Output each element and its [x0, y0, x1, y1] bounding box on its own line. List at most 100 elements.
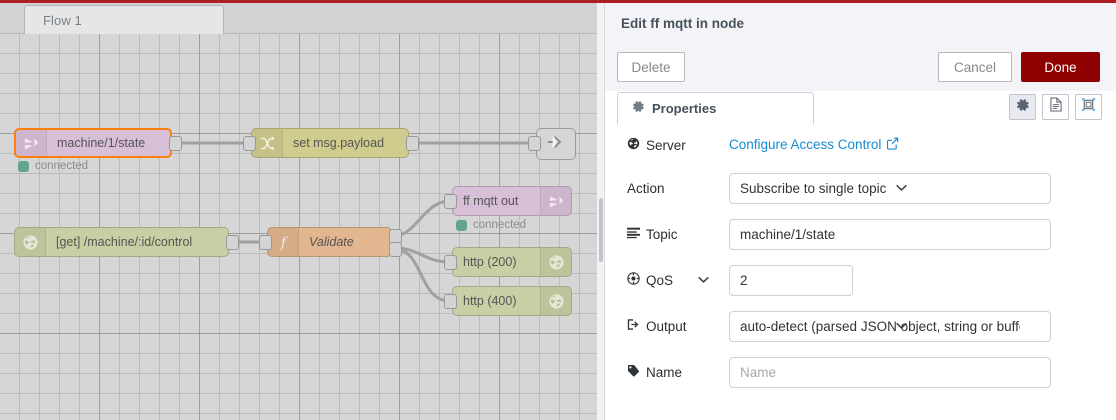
node-output-port[interactable]: [406, 136, 419, 151]
panel-resize-grip[interactable]: [599, 198, 603, 262]
topic-label: Topic: [646, 226, 678, 242]
flow-node-label: Validate: [309, 235, 354, 249]
form-row-output: Output auto-detect (parsed JSON object, …: [627, 310, 1097, 342]
name-control: Name: [729, 356, 1097, 388]
flow-workspace[interactable]: Flow 1: [0, 3, 597, 420]
status-text: connected: [473, 219, 527, 231]
flow-node-http-200[interactable]: http (200): [452, 247, 572, 277]
configure-access-control-link-text: Configure Access Control: [729, 137, 882, 152]
flow-node-label: [get] /machine/:id/control: [56, 235, 193, 249]
tab-properties[interactable]: Properties: [617, 92, 814, 125]
target-icon: [627, 272, 640, 288]
action-select-wrap: Subscribe to single topic: [729, 172, 1097, 204]
form-row-name: Name Name: [627, 356, 1097, 388]
topic-control: machine/1/state: [729, 218, 1097, 250]
flow-node-function[interactable]: f Validate: [267, 227, 392, 257]
server-control: Configure Access Control: [729, 136, 1097, 154]
external-link-icon: [886, 137, 899, 153]
node-output-port[interactable]: [389, 242, 402, 257]
appearance-icon: [1081, 97, 1096, 117]
configure-access-control-link[interactable]: Configure Access Control: [729, 137, 899, 153]
node-output-port[interactable]: [169, 136, 182, 151]
topic-label-group: Topic: [627, 227, 729, 242]
name-input-placeholder: Name: [740, 364, 777, 380]
action-select-value: Subscribe to single topic: [740, 180, 887, 196]
output-label: Output: [646, 318, 687, 334]
output-select-value: auto-detect (parsed JSON object, string …: [740, 318, 1020, 334]
node-edit-panel: Edit ff mqtt in node Delete Cancel Done …: [604, 3, 1116, 420]
description-button[interactable]: [1042, 94, 1069, 120]
panel-tab-strip: Properties: [605, 91, 1116, 126]
properties-gear-button[interactable]: [1009, 94, 1036, 120]
tab-properties-label: Properties: [652, 101, 717, 116]
status-dot: [18, 160, 29, 172]
node-input-port[interactable]: [528, 136, 541, 151]
node-output-port[interactable]: [226, 235, 239, 250]
sign-out-icon: [627, 318, 640, 334]
tasks-icon: [627, 227, 640, 242]
server-label: Server: [646, 137, 686, 153]
output-select[interactable]: auto-detect (parsed JSON object, string …: [729, 310, 1051, 342]
mqtt-icon: [540, 187, 571, 215]
output-select-wrap: auto-detect (parsed JSON object, string …: [729, 310, 1097, 342]
panel-title-bar: Edit ff mqtt in node: [605, 3, 1116, 44]
flow-node-mqtt-out[interactable]: ff mqtt out: [452, 186, 572, 216]
status-dot: [456, 219, 467, 231]
node-input-port[interactable]: [444, 255, 457, 270]
node-input-port[interactable]: [444, 294, 457, 309]
node-status-mqtt-in: connected: [18, 160, 88, 172]
flow-node-change[interactable]: set msg.payload: [251, 128, 409, 158]
flow-tab-label: Flow 1: [43, 13, 82, 28]
gear-icon: [1016, 98, 1030, 117]
top-accent-bar: [0, 0, 1116, 3]
name-label-group: Name: [627, 364, 729, 380]
delete-button[interactable]: Delete: [617, 52, 685, 82]
qos-select-wrap: 2: [698, 264, 1097, 296]
done-button[interactable]: Done: [1021, 52, 1100, 82]
flow-tab-flow-1[interactable]: Flow 1: [24, 5, 224, 35]
form-row-qos: QoS 2: [627, 264, 1097, 296]
svg-text:f: f: [279, 235, 288, 251]
form-row-server: Server Configure Access Control: [627, 132, 1097, 158]
node-status-mqtt-out: connected: [456, 219, 526, 231]
qos-label: QoS: [646, 272, 674, 288]
action-label: Action: [627, 180, 665, 196]
node-input-port[interactable]: [243, 136, 256, 151]
flow-node-label: ff mqtt out: [463, 194, 519, 208]
panel-resize-handle[interactable]: [597, 3, 604, 420]
form-row-action: Action Subscribe to single topic: [627, 172, 1097, 204]
flow-canvas[interactable]: machine/1/state set msg.payload [get] /mac…: [0, 34, 597, 420]
name-input[interactable]: Name: [729, 356, 1051, 388]
node-input-port[interactable]: [444, 194, 457, 209]
qos-label-group: QoS: [627, 272, 729, 288]
globe-icon: [540, 287, 571, 315]
topic-input-value: machine/1/state: [740, 226, 836, 242]
flow-node-http-400[interactable]: http (400): [452, 286, 572, 316]
action-select[interactable]: Subscribe to single topic: [729, 172, 1051, 204]
tag-icon: [627, 364, 640, 380]
shuffle-icon: [252, 129, 283, 157]
output-label-group: Output: [627, 318, 729, 334]
flow-node-label: http (200): [463, 255, 517, 269]
appearance-button[interactable]: [1075, 94, 1102, 120]
topic-input[interactable]: machine/1/state: [729, 218, 1051, 250]
flow-node-label: machine/1/state: [57, 136, 146, 150]
form-row-topic: Topic machine/1/state: [627, 218, 1097, 250]
debug-arrow-icon: [545, 132, 567, 157]
action-label-group: Action: [627, 181, 729, 196]
globe-icon: [540, 248, 571, 276]
node-input-port[interactable]: [259, 235, 272, 250]
flow-node-mqtt-in[interactable]: machine/1/state: [14, 128, 172, 158]
document-icon: [1049, 97, 1063, 117]
cancel-button[interactable]: Cancel: [938, 52, 1012, 82]
globe-icon: [15, 228, 46, 256]
qos-select[interactable]: 2: [729, 264, 853, 296]
flow-tab-bar: Flow 1: [0, 3, 597, 35]
flow-node-debug[interactable]: [536, 128, 576, 160]
name-label: Name: [646, 364, 683, 380]
flow-node-http-in[interactable]: [get] /machine/:id/control: [14, 227, 229, 257]
panel-title: Edit ff mqtt in node: [621, 15, 744, 31]
server-label-group: Server: [627, 137, 729, 153]
function-icon: f: [268, 228, 299, 256]
